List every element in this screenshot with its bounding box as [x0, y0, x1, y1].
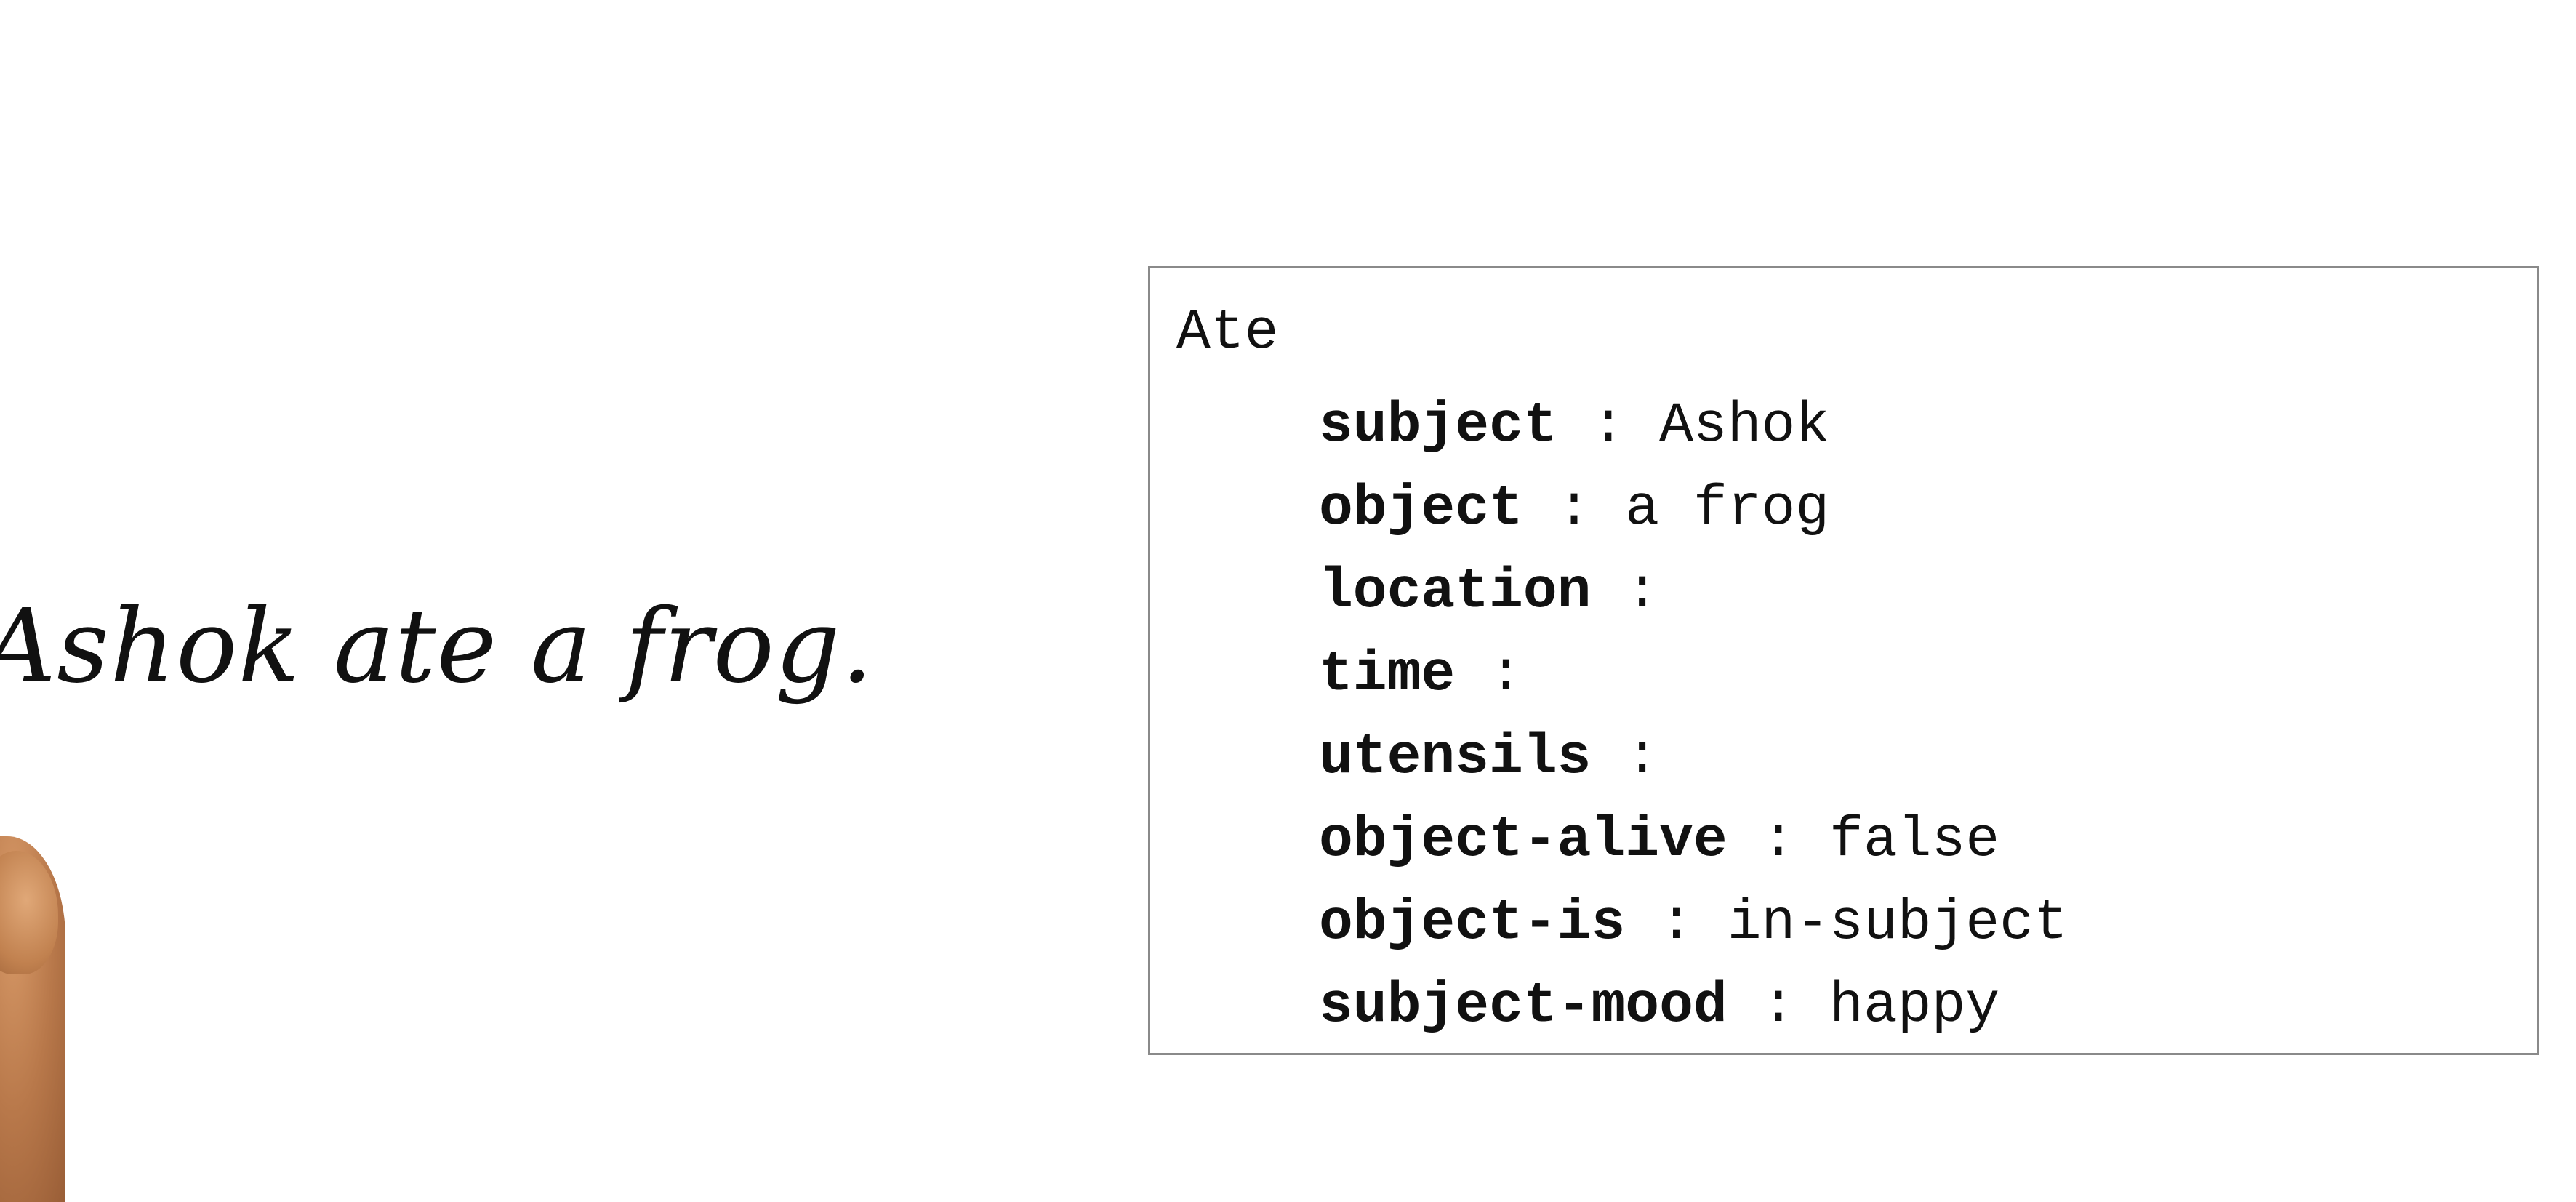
slot-value: a frog — [1625, 477, 1830, 541]
slot-separator: : — [1727, 809, 1830, 873]
frame-slot: location : — [1319, 550, 2068, 633]
frame-representation: Ate subject : Ashok object : a frog loca… — [1148, 266, 2539, 1055]
slot-separator: : — [1727, 974, 1830, 1038]
frame-slot: object : a frog — [1319, 468, 2068, 550]
frame-slot: utensils : — [1319, 716, 2068, 799]
slot-separator: : — [1591, 560, 1693, 624]
slot-name: utensils — [1319, 726, 1592, 790]
frame-slot: time : — [1319, 633, 2068, 716]
frame-slot: subject-mood : happy — [1319, 965, 2068, 1048]
frame-title: Ate — [1176, 301, 1279, 365]
slot-name: location — [1319, 560, 1592, 624]
frame-slot: subject : Ashok — [1319, 385, 2068, 468]
example-sentence: Ashok ate a frog. — [0, 588, 874, 706]
slot-name: subject — [1319, 394, 1557, 458]
slot-value: happy — [1829, 974, 2000, 1038]
frame-slot: object-alive : false — [1319, 799, 2068, 882]
slot-name: subject-mood — [1319, 974, 1728, 1038]
slot-separator: : — [1557, 394, 1660, 458]
slot-name: time — [1319, 643, 1456, 707]
slot-name: object-alive — [1319, 809, 1728, 873]
slot-separator: : — [1455, 643, 1557, 707]
slot-name: object-is — [1319, 892, 1626, 955]
frame-slot: object-is : in-subject — [1319, 882, 2068, 965]
slot-separator: : — [1522, 477, 1626, 541]
slot-value: in-subject — [1727, 892, 2068, 955]
slot-value: false — [1829, 809, 2000, 873]
frame-slot-list: subject : Ashok object : a frog location… — [1319, 385, 2068, 1048]
slot-value: Ashok — [1659, 394, 1830, 458]
slot-name: object — [1319, 477, 1523, 541]
slot-separator: : — [1591, 726, 1693, 790]
slot-separator: : — [1625, 892, 1728, 955]
